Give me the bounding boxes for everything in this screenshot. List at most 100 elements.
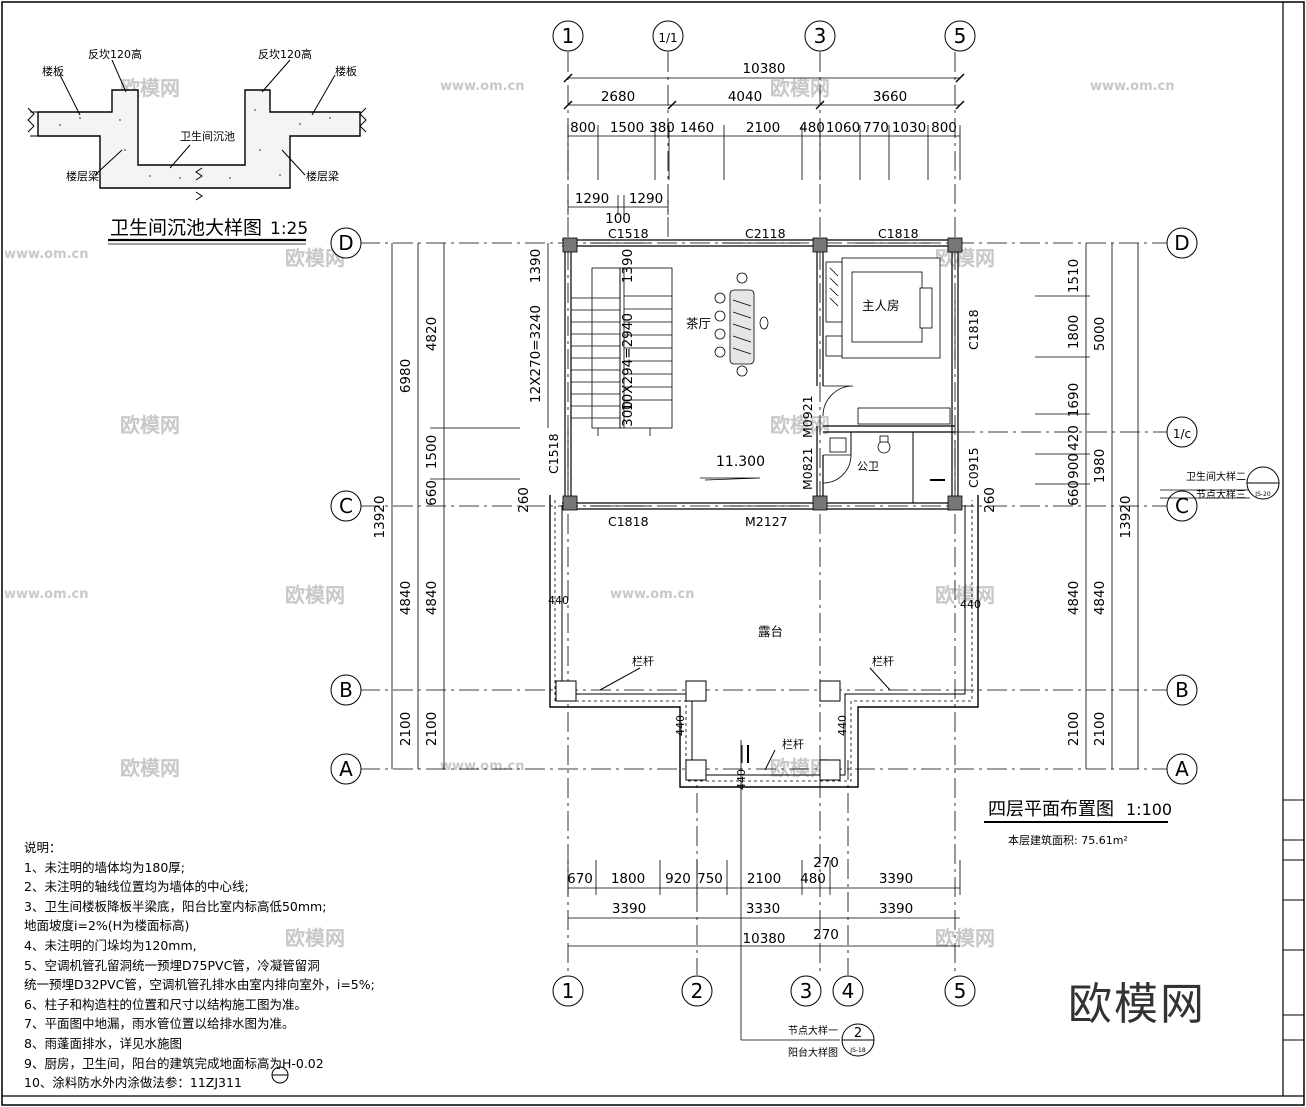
watermark-text: 欧模网	[770, 76, 830, 100]
svg-text:660: 660	[424, 480, 440, 506]
note-item: 8、雨蓬面排水，详见水施图	[24, 1035, 182, 1051]
note-item: 统一预埋D32PVC管，空调机管孔排水由室内排向室外，i=5%;	[24, 977, 375, 993]
bottom-dim-text: 670 1800 920 750 2100 480 3390 3390 3330…	[567, 855, 913, 947]
master-bed	[825, 257, 941, 359]
axis-right-b: B	[1175, 678, 1189, 702]
svg-text:5000: 5000	[1092, 317, 1108, 351]
svg-text:2100: 2100	[1066, 712, 1082, 746]
svg-text:C1818: C1818	[966, 309, 981, 350]
staircase	[571, 267, 673, 436]
svg-text:1460: 1460	[680, 120, 714, 136]
svg-text:节点大样一: 节点大样一	[788, 1024, 838, 1037]
plan-title: 四层平面布置图 1:100 本层建筑面积: 75.61m²	[984, 799, 1172, 847]
axis-labels: 1 1/1 3 5 1 2 3 4 5 D C B A D C B A 1/c	[338, 24, 1191, 1003]
svg-text:C1518: C1518	[546, 433, 561, 474]
plan-walls	[562, 239, 959, 510]
svg-text:M0821: M0821	[800, 447, 815, 490]
svg-text:380: 380	[649, 120, 675, 136]
axis-right-1c: 1/c	[1173, 427, 1191, 441]
watermark-text: 欧模网	[935, 246, 995, 270]
terrace	[549, 477, 979, 788]
svg-text:1510: 1510	[1066, 259, 1082, 293]
svg-text:反坎120高: 反坎120高	[88, 47, 142, 61]
note-item: 3、卫生间楼板降板半梁底，阳台比室内标高低50mm;	[24, 898, 327, 914]
svg-text:750: 750	[697, 871, 723, 887]
svg-text:260: 260	[516, 487, 532, 513]
svg-text:4840: 4840	[424, 581, 440, 615]
svg-text:3390: 3390	[612, 901, 646, 917]
svg-text:100: 100	[605, 211, 631, 227]
svg-text:800: 800	[570, 120, 596, 136]
axis-left-c: C	[339, 494, 353, 518]
svg-text:2680: 2680	[601, 89, 635, 105]
label-terrace: 露台	[758, 624, 783, 639]
svg-text:C0915: C0915	[966, 447, 981, 488]
svg-text:300: 300	[620, 401, 636, 427]
note-item: 9、厨房，卫生间，阳台的建筑完成地面标高为H-0.02	[24, 1055, 324, 1071]
design-notes: 说明： 1、未注明的墙体均为180厚; 2、未注明的轴线位置均为墙体的中心线; …	[24, 838, 494, 1093]
axis-bottom-4: 4	[842, 979, 855, 1003]
svg-text:4040: 4040	[728, 89, 762, 105]
watermark-text: 欧模网	[120, 413, 180, 437]
watermark-url: www.om.cn	[440, 79, 525, 94]
svg-text:440: 440	[735, 769, 748, 790]
svg-text:270: 270	[813, 927, 839, 943]
detail-scale: 1:25	[270, 219, 308, 239]
svg-text:12X270=3240: 12X270=3240	[528, 305, 544, 403]
svg-text:1980: 1980	[1092, 449, 1108, 483]
svg-text:2100: 2100	[398, 712, 414, 746]
axis-left-d: D	[338, 231, 353, 255]
svg-text:13920: 13920	[372, 496, 388, 539]
note-item: 6、柱子和构造柱的位置和尺寸以结构施工图为准。	[24, 996, 307, 1012]
svg-text:4840: 4840	[398, 581, 414, 615]
top-dimensions	[563, 73, 965, 215]
bathroom-fixtures	[829, 407, 951, 481]
svg-text:楼层梁: 楼层梁	[66, 169, 99, 183]
svg-text:1290: 1290	[629, 191, 663, 207]
toilet-pit-detail: 反坎120高 反坎120高 楼板 楼板 卫生间沉池 楼层梁 楼层梁 卫生间沉池大…	[27, 47, 367, 245]
watermark-url: www.om.cn	[4, 587, 89, 602]
svg-text:栏杆: 栏杆	[632, 654, 654, 668]
svg-text:1500: 1500	[610, 120, 644, 136]
svg-text:1390: 1390	[528, 249, 544, 283]
svg-text:660: 660	[1066, 480, 1082, 506]
axis-right-a: A	[1175, 757, 1189, 781]
label-master-room: 主人房	[862, 298, 900, 313]
watermark-text: 欧模网	[285, 583, 345, 607]
svg-text:480: 480	[800, 871, 826, 887]
svg-text:楼板: 楼板	[335, 64, 357, 78]
svg-text:3390: 3390	[879, 901, 913, 917]
note-item: 4、未注明的门垛均为120mm,	[24, 937, 197, 953]
svg-text:1060: 1060	[826, 120, 860, 136]
top-dim-text: 10380 2680 4040 3660 800 1500 380 1460 2…	[570, 61, 957, 227]
detail-references: 卫生间大样二 节点大样三 JS-20 2 JS-18 节点大样一 阳台大样图	[788, 466, 1280, 1059]
svg-text:10X294=2940: 10X294=2940	[620, 313, 636, 411]
watermark-url: www.om.cn	[4, 247, 89, 262]
plan-scale: 1:100	[1126, 800, 1172, 819]
notes-title: 说明：	[24, 840, 62, 855]
watermark-url: www.om.cn	[610, 587, 695, 602]
note-item: 2、未注明的轴线位置均为墙体的中心线;	[24, 879, 249, 895]
svg-text:栏杆: 栏杆	[782, 737, 804, 751]
watermark-url: www.om.cn	[1090, 79, 1175, 94]
svg-text:栏杆: 栏杆	[872, 654, 894, 668]
note-ref-symbol	[271, 1066, 289, 1084]
watermark-text: 欧模网	[935, 926, 995, 950]
axis-right-d: D	[1174, 231, 1189, 255]
svg-text:楼板: 楼板	[42, 64, 64, 78]
axis-bottom-3: 3	[800, 979, 813, 1003]
svg-text:4840: 4840	[1092, 581, 1108, 615]
svg-text:M0921: M0921	[800, 395, 815, 438]
svg-text:C1818: C1818	[878, 226, 919, 241]
side-dimensions	[391, 243, 1250, 769]
svg-text:楼层梁: 楼层梁	[306, 169, 339, 183]
svg-text:480: 480	[799, 120, 825, 136]
label-tea-room: 茶厅	[686, 316, 711, 331]
note-item: 5、空调机管孔留洞统一预埋D75PVC管，冷凝管留洞	[24, 957, 320, 973]
svg-text:1030: 1030	[892, 120, 926, 136]
axis-bottom-1: 1	[562, 979, 575, 1003]
svg-text:节点大样三: 节点大样三	[1196, 488, 1246, 501]
note-item: 地面坡度i=2%(H为楼面标高)	[24, 918, 190, 934]
side-dim-text: 6980 4840 2100 13920 4820 1500 660 4840 …	[372, 249, 1134, 746]
